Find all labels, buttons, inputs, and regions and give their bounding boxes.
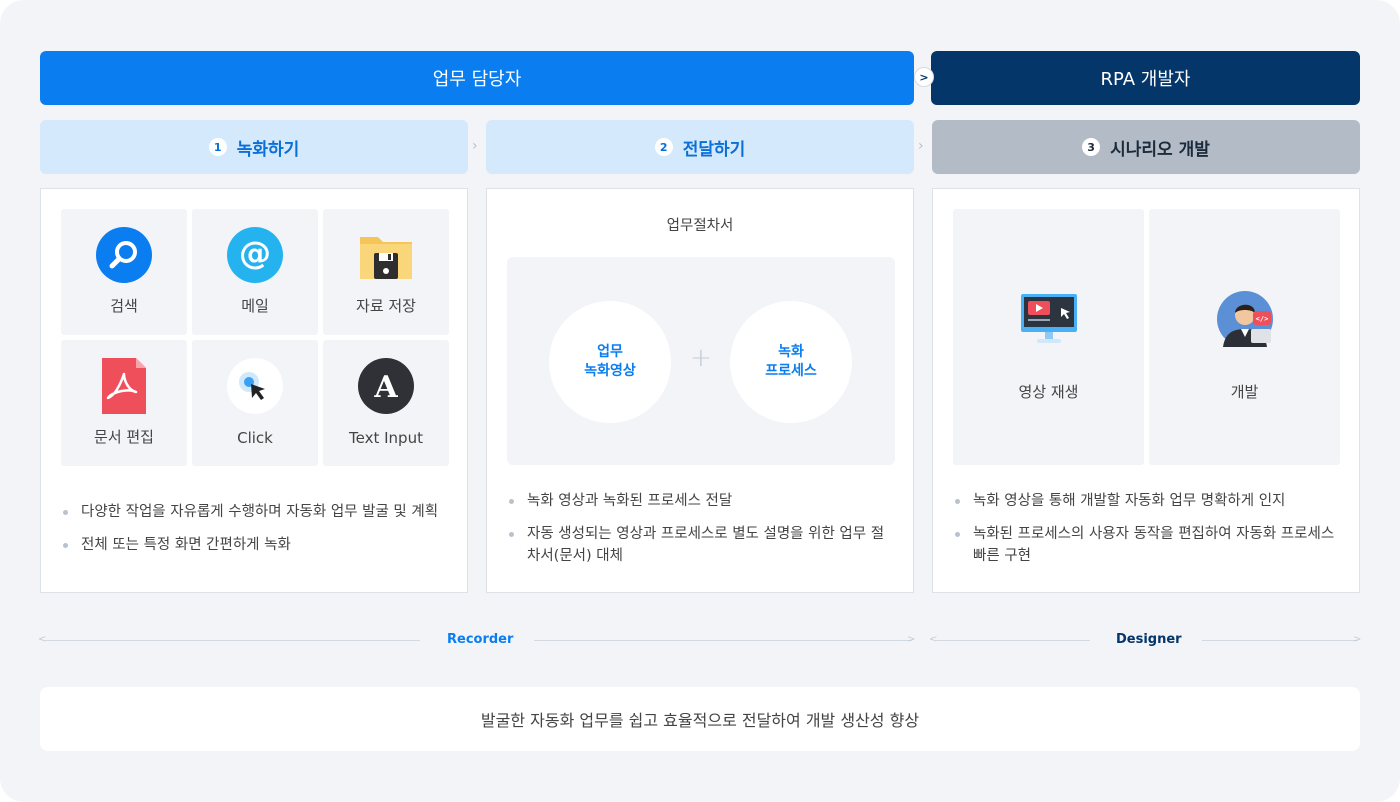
range-line: [933, 640, 1090, 641]
arrow-right-icon: >: [907, 634, 916, 645]
arrow-left-icon: <: [929, 634, 937, 645]
tile-label: Text Input: [349, 429, 423, 447]
circle-line: 업무: [597, 344, 623, 360]
range-label-recorder: Recorder: [447, 632, 514, 647]
step-number: 1: [208, 138, 227, 156]
step-label: 전달하기: [682, 139, 746, 160]
bullet-item: 다양한 작업을 자유롭게 수행하며 자동화 업무 발굴 및 계획: [61, 501, 451, 523]
tile-label: 자료 저장: [356, 297, 416, 315]
bullet-item: 녹화 영상을 통해 개발할 자동화 업무 명확하게 인지: [953, 490, 1348, 512]
header-rpa-developer-label: RPA 개발자: [1100, 69, 1191, 90]
tile-search: 검색: [61, 209, 187, 335]
chevron-right-icon: >: [914, 67, 934, 87]
tile-develop: </> 개발: [1149, 209, 1340, 465]
tile-text-input: A Text Input: [323, 340, 449, 466]
tile-label: Click: [237, 429, 273, 447]
header-rpa-developer: RPA 개발자: [931, 51, 1360, 105]
search-icon: [96, 227, 152, 283]
chevron-right-icon: ›: [918, 138, 924, 154]
step-record: 1 녹화하기: [40, 120, 468, 174]
header-business-owner-label: 업무 담당자: [432, 69, 522, 90]
step-scenario-dev: 3 시나리오 개발: [932, 120, 1360, 174]
svg-text:@: @: [239, 234, 271, 272]
tile-label: 문서 편집: [94, 428, 154, 446]
bullet-item: 녹화 영상과 녹화된 프로세스 전달: [507, 490, 897, 512]
pdf-icon: [102, 358, 146, 414]
panel-scenario-dev: 영상 재생 </> 개발 녹화 영상을 통해 개발할 자동화 업무 명확하게 인…: [932, 188, 1360, 593]
tile-label: 메일: [241, 297, 269, 315]
panel-record: 검색 @ 메일 자료 저장: [40, 188, 468, 593]
panel-deliver-bullets: 녹화 영상과 녹화된 프로세스 전달 자동 생성되는 영상과 프로세스로 별도 …: [507, 490, 897, 578]
doc-title: 업무절차서: [666, 218, 734, 234]
panel-scenario-bullets: 녹화 영상을 통해 개발할 자동화 업무 명확하게 인지 녹화된 프로세스의 사…: [953, 490, 1348, 578]
tile-save: 자료 저장: [323, 209, 449, 335]
range-line: [1202, 640, 1358, 641]
tile-doc-edit: 문서 편집: [61, 340, 187, 466]
chevron-right-icon: ›: [472, 138, 478, 154]
text-input-icon: A: [358, 358, 414, 414]
tile-label: 개발: [1230, 383, 1259, 401]
circle-line: 녹화영상: [584, 363, 636, 379]
tile-email: @ 메일: [192, 209, 318, 335]
circle-line: 프로세스: [765, 363, 817, 379]
step-label: 녹화하기: [236, 139, 300, 160]
arrow-right-icon: >: [1353, 634, 1362, 645]
click-icon: [227, 358, 283, 414]
bullet-item: 자동 생성되는 영상과 프로세스로 별도 설명을 위한 업무 절차서(문서) 대…: [507, 523, 897, 567]
arrow-left-icon: <: [38, 634, 46, 645]
range-line: [42, 640, 420, 641]
doc-box: 업무 녹화영상 + 녹화 프로세스: [507, 257, 895, 465]
step-number: 3: [1082, 138, 1101, 156]
video-monitor-icon: [1020, 294, 1077, 343]
summary-footer: 발굴한 자동화 업무를 쉽고 효율적으로 전달하여 개발 생산성 향상: [40, 687, 1360, 751]
bullet-item: 녹화된 프로세스의 사용자 동작을 편집하여 자동화 프로세스 빠른 구현: [953, 523, 1348, 567]
svg-text:A: A: [373, 370, 398, 405]
tile-label: 영상 재생: [1018, 383, 1079, 401]
email-icon: @: [227, 227, 283, 283]
panel-record-bullets: 다양한 작업을 자유롭게 수행하며 자동화 업무 발굴 및 계획 전체 또는 특…: [61, 501, 451, 567]
svg-text:</>: </>: [1255, 315, 1268, 323]
folder-save-icon: [360, 237, 412, 279]
footer-text: 발굴한 자동화 업무를 쉽고 효율적으로 전달하여 개발 생산성 향상: [480, 711, 920, 730]
tile-video-play: 영상 재생: [953, 209, 1144, 465]
circle-recorded-process: 녹화 프로세스: [730, 301, 852, 423]
range-label-designer: Designer: [1116, 632, 1182, 647]
step-number: 2: [654, 138, 673, 156]
step-label: 시나리오 개발: [1110, 139, 1210, 160]
tile-click: Click: [192, 340, 318, 466]
range-line: [534, 640, 912, 641]
panel-deliver: 업무절차서 업무 녹화영상 + 녹화 프로세스 녹화 영상과 녹화된 프로세스 …: [486, 188, 914, 593]
circle-business-video: 업무 녹화영상: [549, 301, 671, 423]
circle-line: 녹화: [778, 344, 804, 360]
tile-label: 검색: [110, 297, 138, 315]
bullet-item: 전체 또는 특정 화면 간편하게 녹화: [61, 534, 451, 556]
header-business-owner: 업무 담당자: [40, 51, 914, 105]
plus-icon: +: [690, 343, 712, 373]
step-deliver: 2 전달하기: [486, 120, 914, 174]
developer-icon: </>: [1216, 291, 1273, 347]
